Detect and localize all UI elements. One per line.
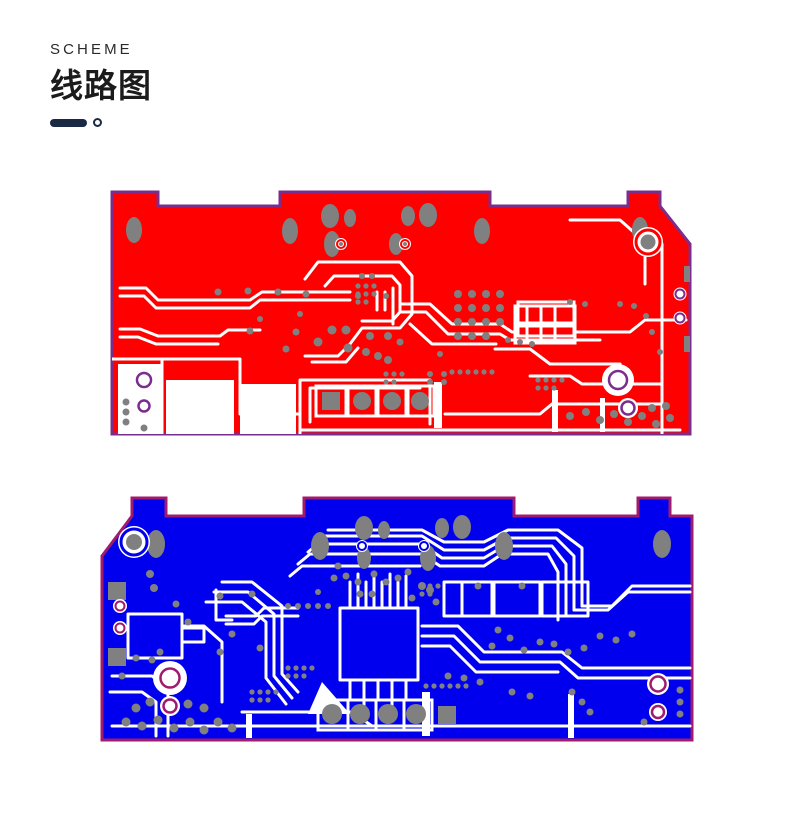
copper-artwork	[112, 203, 690, 434]
section-eyebrow: SCHEME	[50, 41, 133, 58]
copper-artwork	[108, 515, 692, 738]
smd-outline-group	[314, 384, 436, 418]
mounting-holes	[134, 227, 687, 418]
page-title: 线路图	[50, 66, 152, 105]
title-divider	[50, 118, 152, 127]
smd-pad-group	[108, 582, 456, 724]
smd-pad-group	[322, 266, 690, 410]
via-group	[118, 562, 684, 735]
smd-outline-group	[316, 698, 434, 732]
connector-comb	[513, 304, 577, 345]
divider-bar-icon	[50, 118, 87, 127]
via-group	[122, 273, 674, 432]
pcb-top-layer-image	[100, 184, 700, 444]
mounting-holes	[113, 526, 669, 721]
page-header: SCHEME 线路图	[50, 40, 152, 127]
pad-group-top	[147, 515, 671, 571]
divider-dot-icon	[93, 118, 102, 127]
pcb-bottom-layer-image	[92, 486, 704, 750]
